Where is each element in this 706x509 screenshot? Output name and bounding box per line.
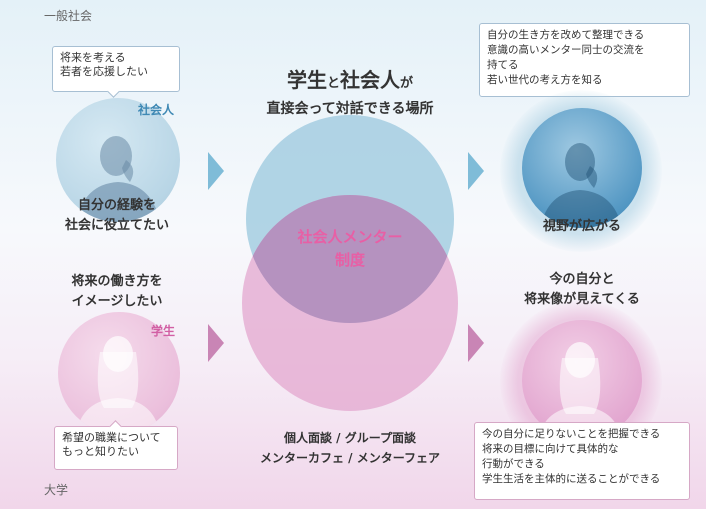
activities-line-2: メンターカフェ / メンターフェア: [259, 451, 441, 465]
program-name-line-2: 制度: [334, 251, 365, 269]
adult-result-person-icon: [540, 143, 622, 228]
student-wish-line-2: イメージしたい: [71, 294, 163, 309]
adult-result-label: 視野が広がる: [542, 219, 621, 234]
adult-benefit-1: 自分の生き方を改めて整理できる: [487, 29, 645, 41]
student-avatar-circle: [58, 312, 180, 434]
student-wish-line-1: 将来の働き方を: [71, 274, 163, 289]
student-benefit-4: 学生生活を主体的に送ることができる: [482, 473, 661, 485]
program-name-line-1: 社会人メンター: [297, 228, 403, 246]
student-benefit-1: 今の自分に足りないことを把握できる: [482, 428, 661, 440]
student-result-line-2: 将来像が見えてくる: [505, 290, 659, 310]
program-activities: 個人面談 / グループ面談 メンターカフェ / メンターフェア: [220, 428, 480, 468]
center-subtitle: 直接会って対話できる場所: [266, 101, 434, 117]
student-benefit-3: 行動ができる: [482, 458, 545, 470]
student-tag: 学生: [151, 324, 176, 338]
title-adult: 社会人: [340, 68, 400, 92]
adult-speech-bubble: 将来を考える 若者を応援したい: [52, 46, 180, 98]
student-result-line-1: 今の自分と: [549, 272, 615, 287]
student-speech-bubble: 希望の職業について もっと知りたい: [54, 420, 178, 470]
arrow-right-icon: [468, 152, 484, 190]
adult-wish-line-2: 社会に役立てたい: [64, 218, 169, 233]
adult-wish: 自分の経験を 社会に役立てたい: [52, 196, 182, 236]
adult-avatar-circle: [56, 98, 180, 222]
center-title: 学生と社会人が: [180, 64, 520, 93]
student-wish: 将来の働き方を イメージしたい: [50, 272, 184, 312]
adult-benefit-4: 若い世代の考え方を知る: [487, 74, 603, 86]
zone-label-university: 大学: [44, 483, 69, 497]
adult-benefit-2: 意識の高いメンター同士の交流を: [487, 44, 645, 56]
adult-speech-line-2: 若者を応援したい: [60, 65, 148, 78]
student-benefit-2: 将来の目標に向けて具体的な: [482, 443, 619, 455]
student-result-label: 今の自分と 将来像が見えてくる: [505, 270, 659, 310]
overlap-area: [246, 195, 454, 323]
adult-benefits-box: 自分の生き方を改めて整理できる 意識の高いメンター同士の交流を 持てる 若い世代…: [479, 23, 690, 97]
student-benefits-box: 今の自分に足りないことを把握できる 将来の目標に向けて具体的な 行動ができる 学…: [474, 422, 690, 500]
zone-label-society: 一般社会: [44, 9, 93, 23]
adult-person-icon: [76, 136, 160, 222]
bubble-tail: [107, 85, 120, 98]
program-name: 社会人メンター 制度: [250, 226, 450, 272]
adult-result-circle: [522, 108, 642, 228]
adult-tag: 社会人: [138, 103, 175, 117]
adult-benefit-3: 持てる: [487, 59, 519, 71]
student-speech-line-1: 希望の職業について: [62, 431, 161, 444]
arrow-right-icon: [208, 152, 224, 190]
student-speech-line-2: もっと知りたい: [62, 445, 139, 458]
adult-speech-line-1: 将来を考える: [60, 51, 126, 64]
title-particle-to: と: [326, 76, 340, 91]
title-student: 学生: [286, 68, 327, 92]
arrow-right-icon: [468, 324, 484, 362]
title-particle-ga: が: [400, 76, 414, 91]
arrow-right-icon: [208, 324, 224, 362]
student-person-icon: [76, 336, 160, 434]
activities-line-1: 個人面談 / グループ面談: [283, 431, 417, 445]
adult-wish-line-1: 自分の経験を: [77, 198, 156, 213]
